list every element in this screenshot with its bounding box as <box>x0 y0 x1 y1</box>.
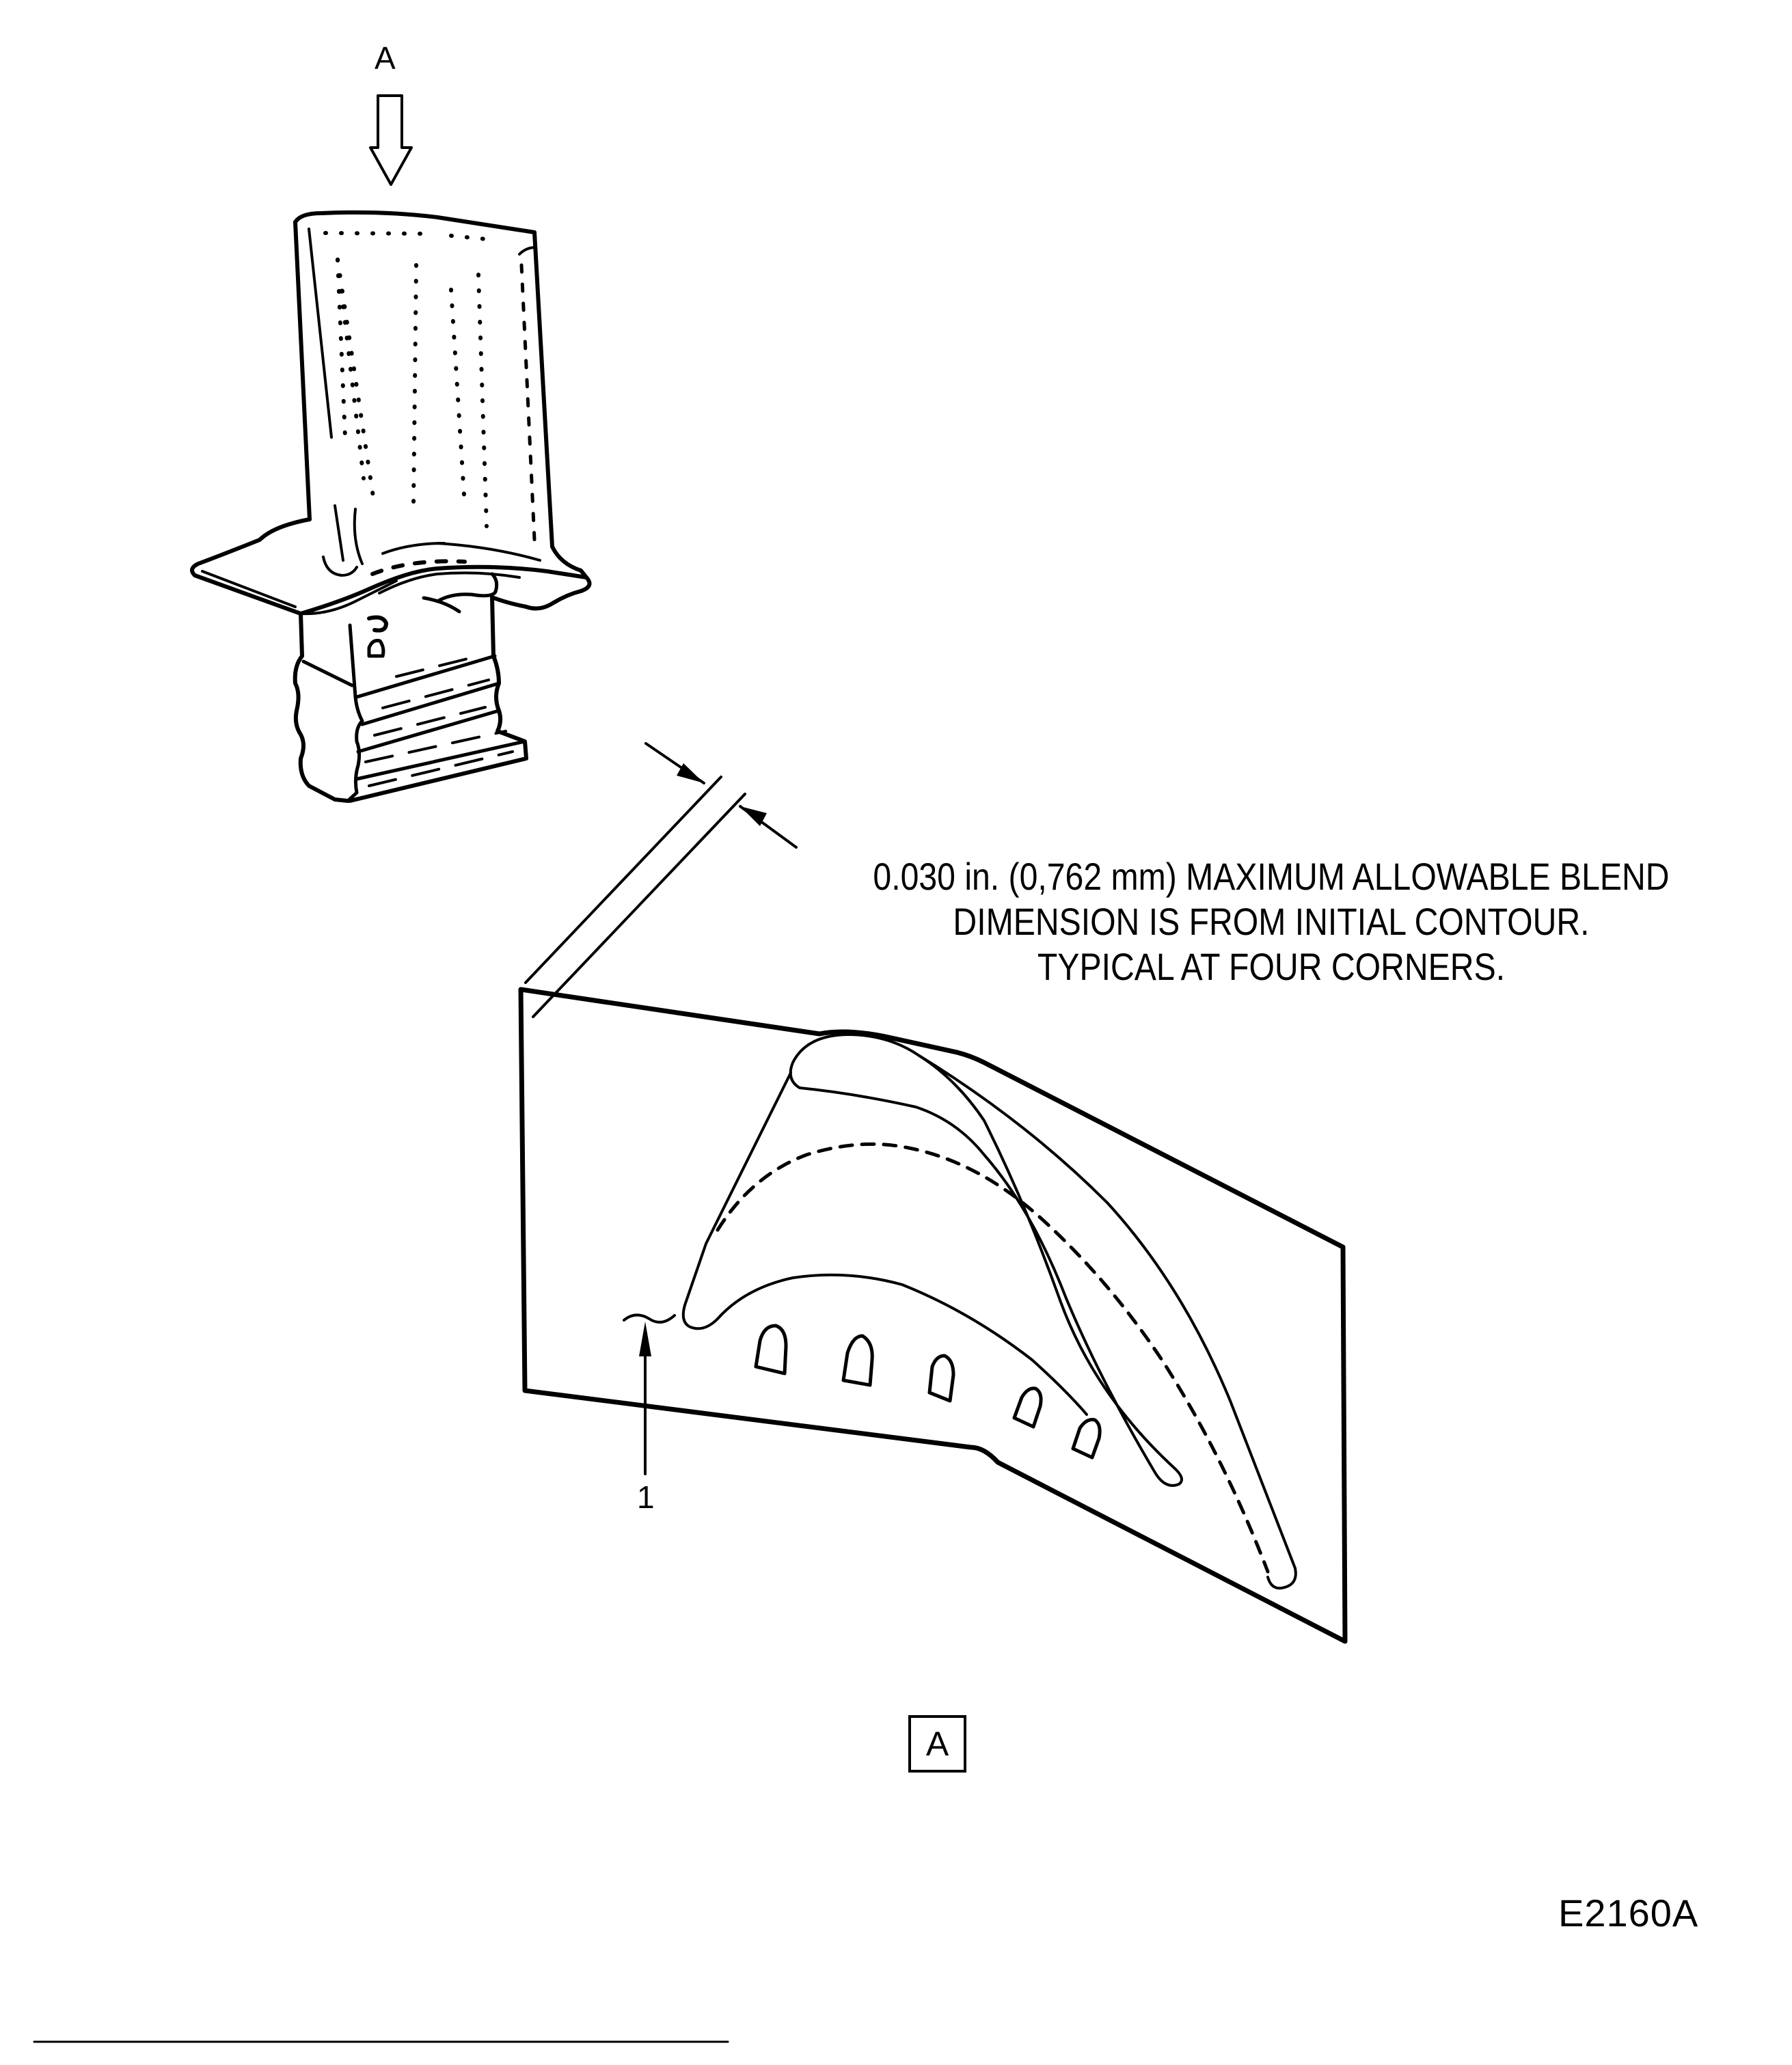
view-arrow-label: A <box>375 40 396 76</box>
section-view-a <box>518 987 1348 1644</box>
note-line-2: DIMENSION IS FROM INITIAL CONTOUR. <box>953 900 1590 943</box>
note-line-3: TYPICAL AT FOUR CORNERS. <box>1037 945 1506 988</box>
note-line-1: 0.030 in. (0,762 mm) MAXIMUM ALLOWABLE B… <box>873 855 1670 898</box>
turbine-blade-icon <box>190 210 592 803</box>
view-label-box: A <box>908 1715 966 1773</box>
view-label: A <box>925 1725 949 1763</box>
figure-id: E2160A <box>1558 1891 1699 1934</box>
view-direction-arrow-icon <box>369 94 413 186</box>
blend-limit-note: 0.030 in. (0,762 mm) MAXIMUM ALLOWABLE B… <box>786 854 1756 989</box>
cooling-holes <box>754 1324 1102 1460</box>
callout-number: 1 <box>637 1479 655 1515</box>
blend-dimension-lines <box>524 742 798 1018</box>
